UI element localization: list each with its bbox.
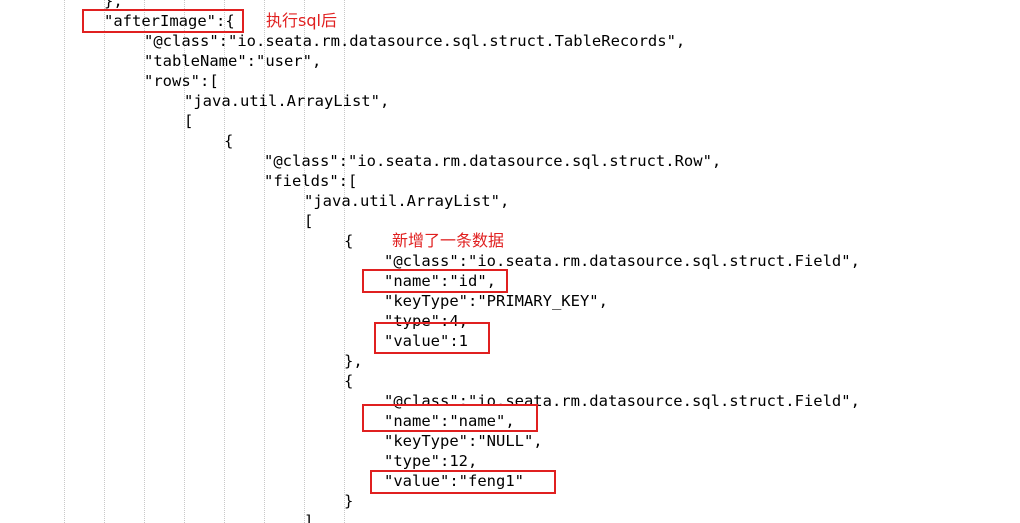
- indent-guide: [304, 0, 305, 523]
- code-line: },: [344, 352, 363, 370]
- code-line: "keyType":"PRIMARY_KEY",: [384, 292, 608, 310]
- code-line: "@class":"io.seata.rm.datasource.sql.str…: [264, 152, 722, 170]
- code-line-name-id: "name":"id",: [384, 272, 496, 290]
- code-line: [: [304, 212, 314, 230]
- highlight-box-name-id: [362, 269, 508, 293]
- code-line: },: [104, 0, 123, 10]
- indent-guide: [264, 0, 265, 523]
- highlight-box-value-feng1: [370, 470, 556, 494]
- code-line: [: [184, 112, 194, 130]
- code-line-name-name: "name":"name",: [384, 412, 515, 430]
- indent-guide: [224, 0, 225, 523]
- code-line: {: [344, 372, 354, 390]
- code-line: {: [224, 132, 234, 150]
- code-line: "tableName":"user",: [144, 52, 322, 70]
- code-line-after-image-key: "afterImage":{: [104, 12, 235, 30]
- code-line: "java.util.ArrayList",: [184, 92, 390, 110]
- code-line-value-1: "value":1: [384, 332, 468, 350]
- code-line-value-feng1: "value":"feng1": [384, 472, 524, 490]
- indent-guide: [144, 0, 145, 523]
- highlight-box-value-1: [374, 322, 490, 354]
- code-line: "rows":[: [144, 72, 219, 90]
- highlight-box-name-name: [362, 404, 538, 432]
- annotation-after-sql: 执行sql后: [266, 11, 337, 30]
- code-line: "@class":"io.seata.rm.datasource.sql.str…: [144, 32, 686, 50]
- highlight-box-after-image: [82, 9, 244, 33]
- code-line: "@class":"io.seata.rm.datasource.sql.str…: [384, 252, 860, 270]
- indent-guide: [184, 0, 185, 523]
- code-line: "keyType":"NULL",: [384, 432, 543, 450]
- code-line: "java.util.ArrayList",: [304, 192, 510, 210]
- indent-guide: [64, 0, 65, 523]
- indent-guide: [104, 0, 105, 523]
- code-line: }: [344, 492, 354, 510]
- code-line: "fields":[: [264, 172, 358, 190]
- code-line: {: [344, 232, 354, 250]
- indent-guide: [344, 0, 345, 523]
- code-line: "type":12,: [384, 452, 478, 470]
- code-line: "type":4,: [384, 312, 468, 330]
- annotation-new-record: 新增了一条数据: [392, 231, 505, 250]
- code-line: ]: [304, 512, 314, 523]
